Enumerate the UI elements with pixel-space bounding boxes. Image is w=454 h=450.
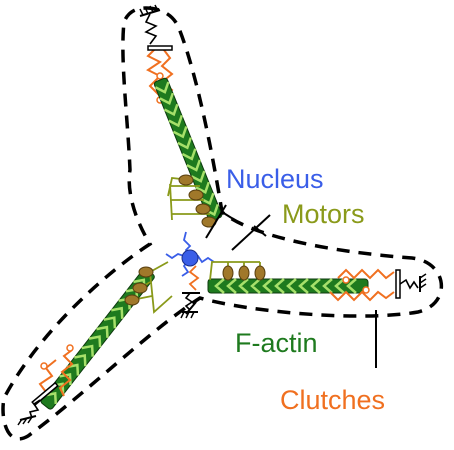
- motors-left: [124, 261, 173, 314]
- nucleus-label: Nucleus: [226, 164, 324, 194]
- clutch-spring: [146, 47, 162, 97]
- motors-pointer: [231, 214, 271, 251]
- nucleus: [165, 231, 215, 277]
- clutches-right: [329, 268, 427, 302]
- actin-filament-right: [207, 278, 369, 294]
- clutches-left: [17, 344, 74, 426]
- nucleus-pointer: [205, 204, 227, 239]
- clutches-label: Clutches: [280, 385, 386, 415]
- motors-tick: [253, 225, 267, 237]
- factin-pointer: [185, 301, 197, 315]
- f-actin-label: F-actin: [235, 328, 318, 358]
- clutch-center: [180, 265, 200, 319]
- nucleus-tick-a: [221, 211, 239, 223]
- actin-filament-top: [153, 77, 223, 222]
- motors-right: [209, 261, 266, 281]
- motors-label: Motors: [282, 199, 365, 229]
